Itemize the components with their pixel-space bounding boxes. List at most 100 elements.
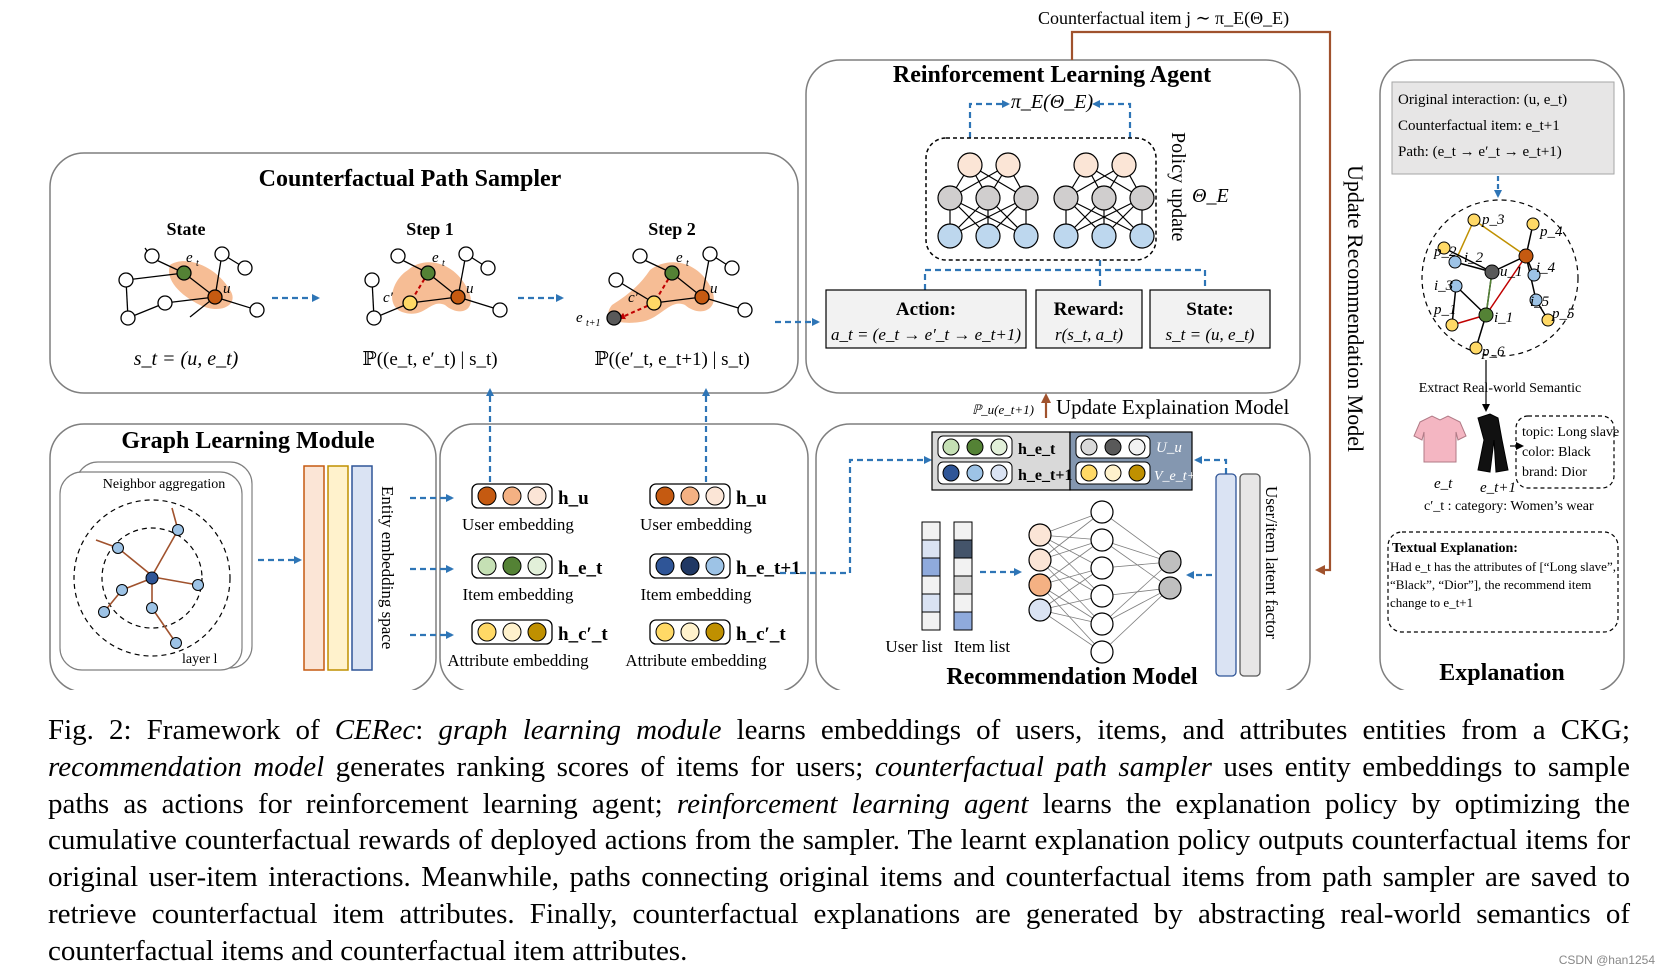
state-title: State: (1186, 299, 1233, 320)
kg-outer-ring (1421, 199, 1579, 357)
rec-title: Recommendation Model (946, 664, 1198, 690)
graph-layer-front (59, 471, 243, 671)
explanation-title: Explanation (1439, 660, 1564, 686)
policy-net-2 (1053, 152, 1155, 249)
agent-connector (923, 260, 1207, 290)
agent-title: Reinforcement Learning Agent (893, 62, 1211, 88)
state-formula: s_t = (u, e_t) (134, 348, 239, 370)
item-list-label: Item list (954, 637, 1010, 656)
svg-text:p_2: p_2 (1433, 244, 1457, 260)
svg-text:u_1: u_1 (1500, 264, 1523, 280)
h-u-label-2: h_u (736, 488, 767, 509)
textual-expl-box (1387, 531, 1619, 633)
layer-label: layer l (182, 652, 217, 667)
embed-bar-blue (351, 465, 373, 671)
caption-t3: uses entity embeddings to sample paths a… (48, 750, 1630, 820)
attr-embedding-label-1: Attribute embedding (447, 651, 589, 670)
entity-space-label: Entity embedding space (378, 486, 397, 649)
neighbor-label: Neighbor aggregation (103, 477, 225, 492)
reward-title: Reward: (1054, 299, 1125, 320)
svg-text:p_5: p_5 (1551, 306, 1575, 322)
svg-text:p_3: p_3 (1481, 212, 1505, 228)
svg-text:t: t (196, 258, 199, 269)
h-u-label-1: h_u (558, 488, 589, 509)
aggregation-nodes (98, 524, 204, 649)
graph-title: Graph Learning Module (121, 428, 375, 454)
svg-text:p_4: p_4 (1539, 224, 1563, 240)
rec-U-u-vector (1075, 435, 1151, 459)
hop-inner (101, 527, 203, 629)
framework-diagram: Counterfactual item j ∼ π_E(Θ_E) Update … (49, 8, 1625, 690)
item-to-rec-arrow (780, 456, 932, 575)
svg-text:i_3: i_3 (1434, 278, 1453, 294)
attr-color: color: Black (1522, 445, 1591, 460)
h-et-label-1: h_e_t (558, 558, 603, 579)
rec-he-t-label: h_e_t (1018, 441, 1056, 458)
svg-text:e: e (676, 250, 683, 266)
policy-net-1 (937, 152, 1039, 249)
agent-panel (805, 59, 1301, 394)
svg-text:c′: c′ (628, 290, 639, 306)
expl-path: Path: (e_t → e′_t → e_t+1) (1398, 144, 1562, 160)
rec-he-t1-vector (937, 461, 1013, 485)
svg-text:i_5: i_5 (1530, 294, 1550, 310)
et1-caption: e_t+1 (1480, 480, 1516, 496)
attr-topic: topic: Long slave (1522, 425, 1619, 440)
sampler-title: Counterfactual Path Sampler (259, 166, 562, 192)
item-embedding-vector-2 (649, 553, 731, 579)
expl-summary-box (1391, 81, 1615, 175)
user-list-column (921, 521, 941, 631)
policy-update-label: Policy update (1167, 132, 1189, 242)
caption-t1: learns embeddings of users, items, and a… (721, 714, 1631, 746)
black-dress-icon (1477, 413, 1509, 473)
item-embedding-label-2: Item embedding (641, 585, 752, 604)
textual-expl-body: Had e_t has the attributes of [“Long sla… (1390, 559, 1616, 610)
action-formula: a_t = (e_t → e′_t → e_t+1) (831, 325, 1021, 344)
svg-text:t: t (442, 258, 445, 269)
rec-he-t-vector (937, 435, 1013, 459)
figure-caption: Fig. 2: Framework of CERec: graph learni… (48, 712, 1630, 970)
svg-text:t: t (686, 258, 689, 269)
svg-text:p_1: p_1 (1433, 302, 1457, 318)
update-expl-label: Update Explaination Model (1056, 395, 1289, 419)
update-rec-label: Update Recommendation Model (1343, 165, 1368, 452)
pink-shirt-icon (1413, 415, 1467, 463)
state-box (1149, 289, 1271, 349)
latent-bar-gray (1239, 473, 1261, 677)
caption-name: CERec (334, 714, 416, 746)
caption-fig: Fig. 2: Framework of (48, 714, 335, 746)
policy-label: π_E(Θ_E) (1011, 91, 1094, 113)
state-box-formula: s_t = (u, e_t) (1166, 325, 1255, 344)
caption-g4: reinforcement learning agent (676, 787, 1029, 820)
step1-formula: ℙ((e_t, e′_t) | s_t) (362, 349, 497, 370)
user-list-label: User list (885, 637, 942, 656)
textual-expl-title: Textual Explanation: (1392, 541, 1518, 556)
embed-bar-yellow (327, 465, 349, 671)
attr-embedding-label-2: Attribute embedding (625, 651, 767, 670)
rec-V-vector (1075, 461, 1151, 485)
reward-formula: r(s_t, a_t) (1055, 325, 1123, 344)
svg-text:c′: c′ (383, 290, 394, 306)
svg-text:e: e (186, 250, 193, 266)
h-cp-label-1: h_c′_t (558, 624, 608, 645)
extract-label: Extract Real-world Semantic (1419, 381, 1582, 396)
attr-embedding-vector-2 (649, 619, 731, 645)
svg-text:t+1: t+1 (586, 318, 601, 329)
sampler-state-label: State (167, 219, 206, 239)
expl-cf: Counterfactual item: e_t+1 (1398, 118, 1560, 134)
cf-item-line (1070, 30, 1332, 575)
action-box (825, 289, 1027, 349)
attr-brand: brand: Dior (1522, 465, 1587, 480)
svg-text:i_2: i_2 (1464, 250, 1484, 266)
pu-label: ℙ_u(e_t+1) (972, 402, 1034, 417)
policy-arrow-left (968, 100, 1010, 138)
h-cp-label-2: h_c′_t (736, 624, 786, 645)
step2-formula: ℙ((e′_t, e_t+1) | s_t) (594, 349, 749, 370)
user-embedding-vector-1 (471, 483, 553, 509)
kg-nodes (1437, 213, 1555, 355)
reward-box (1035, 289, 1143, 349)
caption-g2: recommendation model (48, 750, 325, 783)
